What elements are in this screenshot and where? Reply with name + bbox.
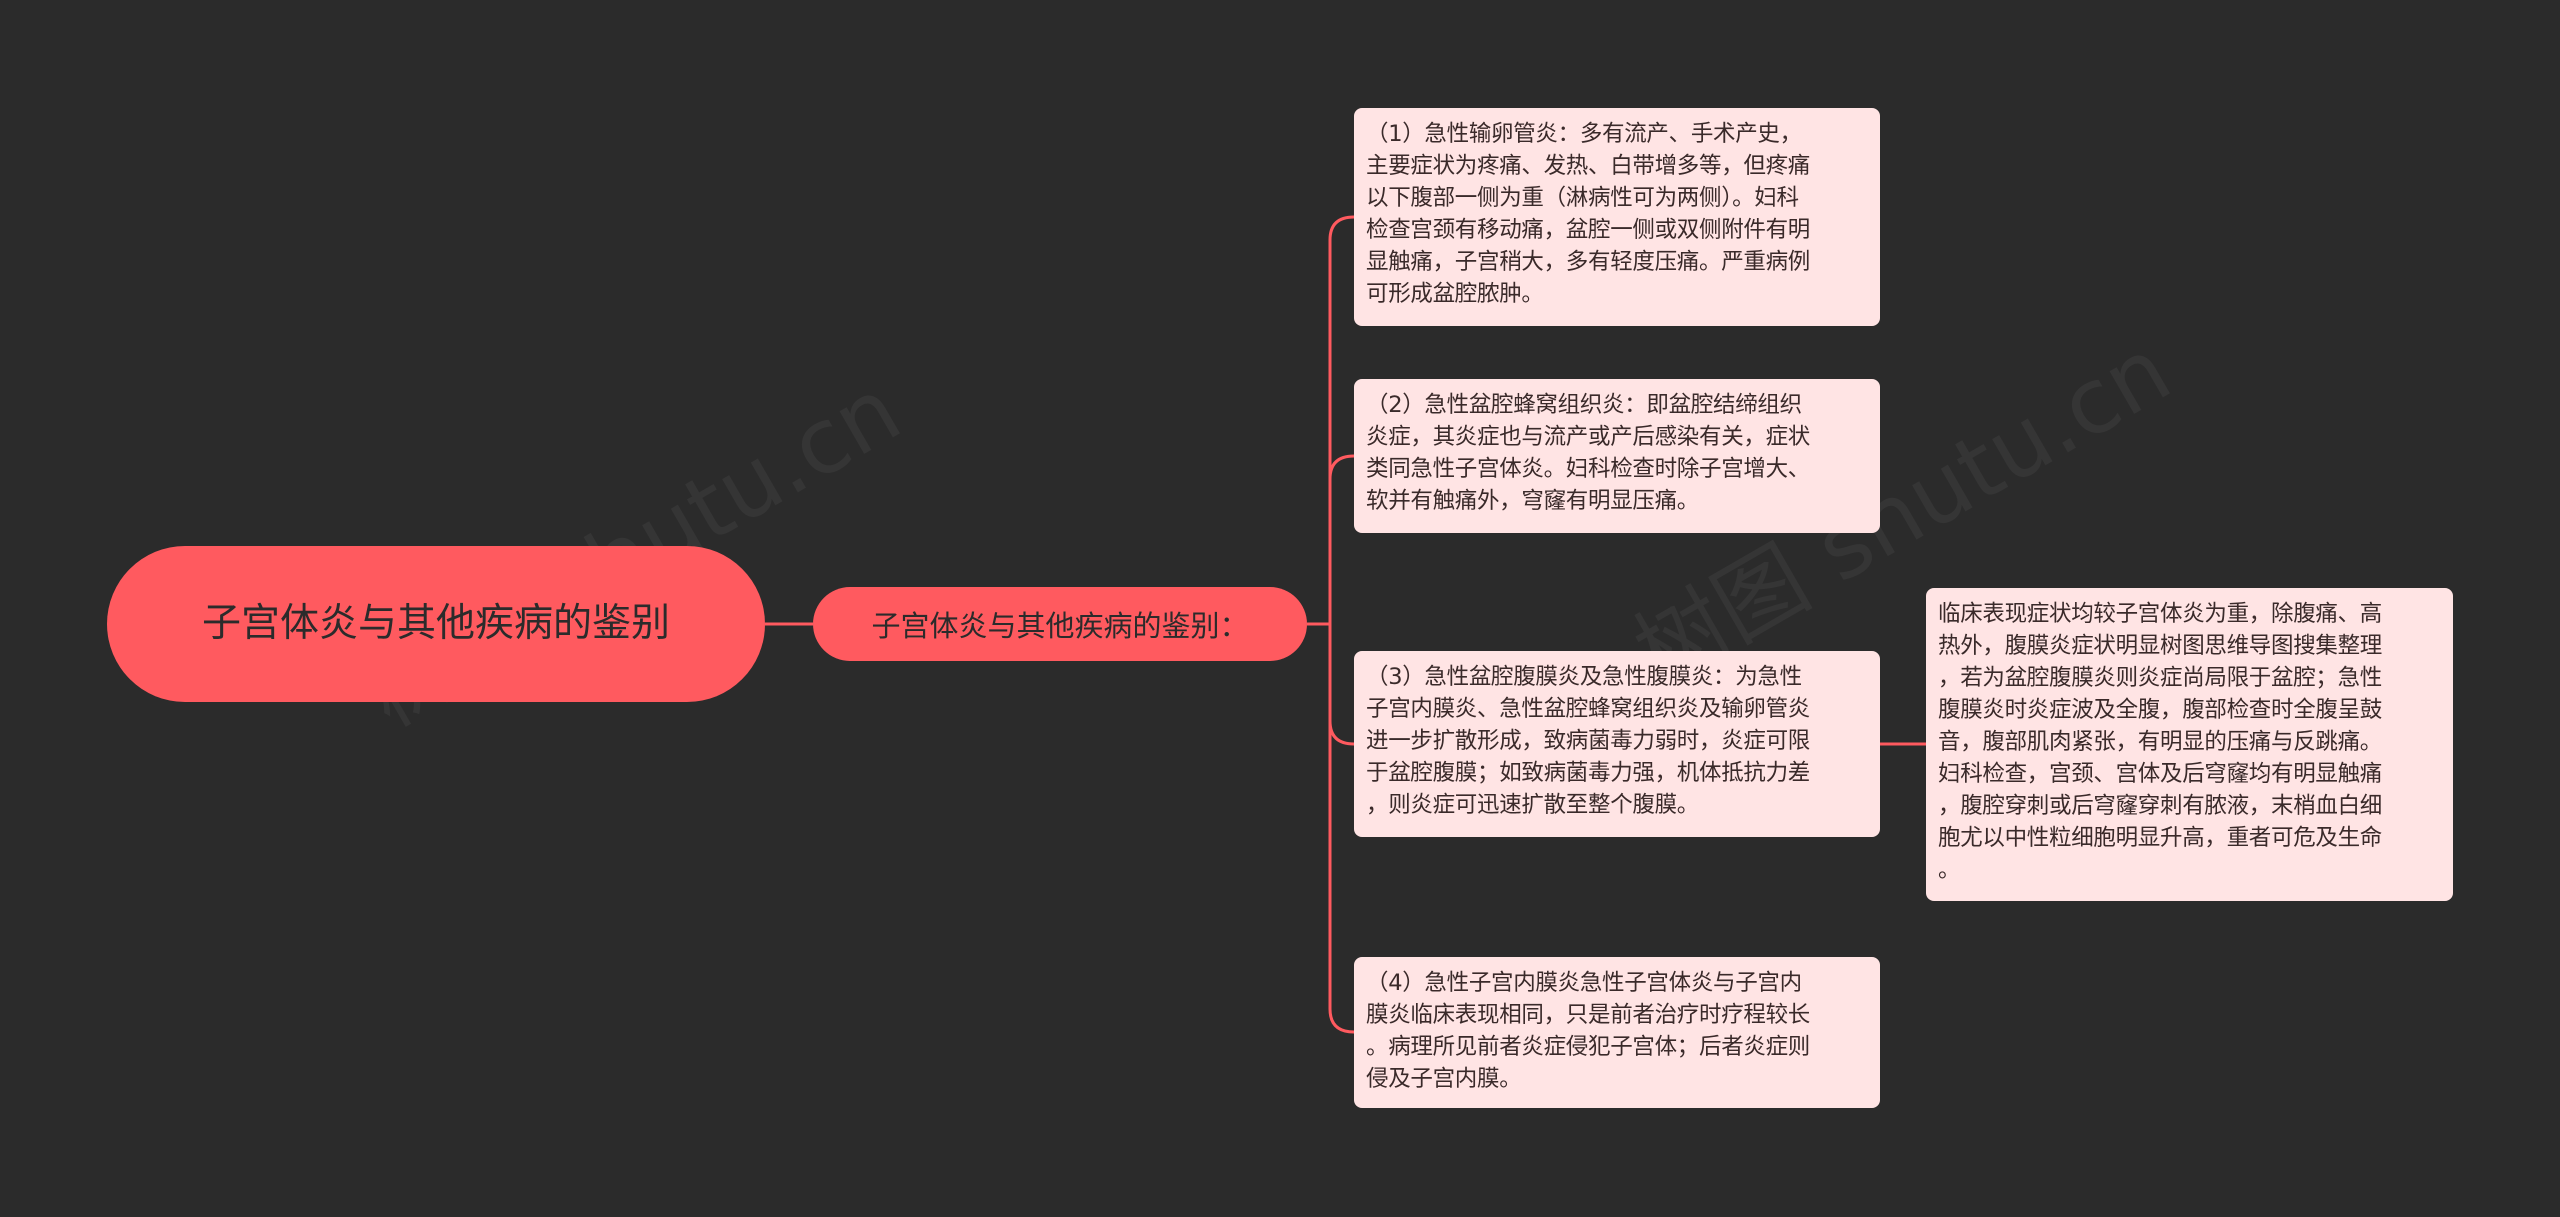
- connector-leaf-2: [1328, 454, 1355, 624]
- leaf-node-pelvic-cellulitis[interactable]: （2）急性盆腔蜂窝组织炎：即盆腔结缔组织 炎症，其炎症也与流产或产后感染有关，症…: [1354, 379, 1880, 533]
- connector-leaf-4: [1328, 624, 1355, 1034]
- leaf-node-pelvic-peritonitis[interactable]: （3）急性盆腔腹膜炎及急性腹膜炎：为急性 子宫内膜炎、急性盆腔蜂窝组织炎及输卵管…: [1354, 651, 1880, 837]
- connector-leaf-3: [1328, 624, 1355, 746]
- leaf-node-acute-salpingitis[interactable]: （1）急性输卵管炎：多有流产、手术产史， 主要症状为疼痛、发热、白带增多等，但疼…: [1354, 108, 1880, 326]
- branch-node-label: 子宫体炎与其他疾病的鉴别：: [871, 609, 1249, 643]
- subleaf-node-peritonitis-details[interactable]: 临床表现症状均较子宫体炎为重，除腹痛、高 热外，腹膜炎症状明显树图思维导图搜集整…: [1926, 588, 2453, 901]
- root-node-label: 子宫体炎与其他疾病的鉴别: [201, 601, 670, 646]
- connector-leaf-1: [1328, 215, 1355, 624]
- root-node[interactable]: 子宫体炎与其他疾病的鉴别: [107, 546, 765, 702]
- leaf-node-endometritis[interactable]: （4）急性子宫内膜炎急性子宫体炎与子宫内 膜炎临床表现相同，只是前者治疗时疗程较…: [1354, 957, 1880, 1108]
- branch-node[interactable]: 子宫体炎与其他疾病的鉴别：: [813, 587, 1307, 661]
